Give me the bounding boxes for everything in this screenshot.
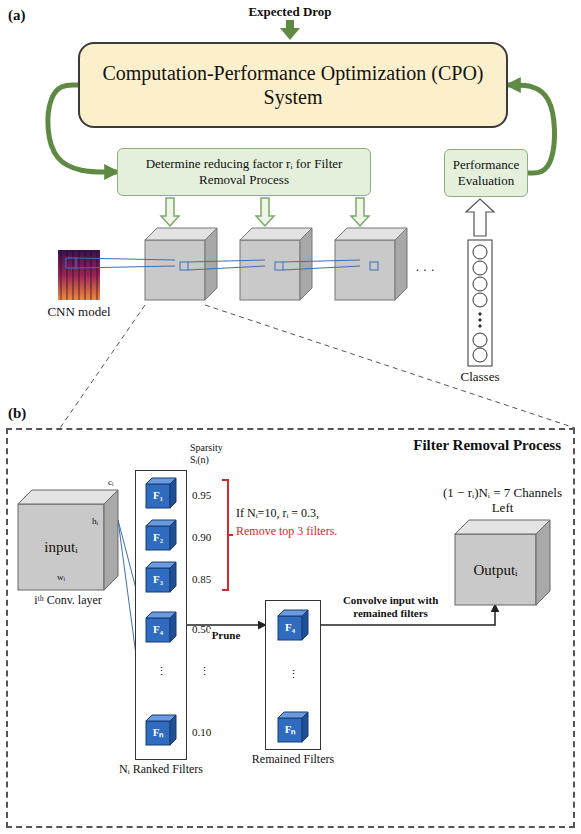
spectrogram (58, 250, 100, 300)
output-layer (468, 240, 492, 366)
cube-face (455, 534, 536, 605)
cube-face (146, 526, 170, 550)
filter-cube: F₄ (278, 610, 308, 640)
node-caption: (1 − rᵢ)Nᵢ = 7 Channels Left (438, 485, 568, 516)
note: Remove top 3 filters. (236, 524, 337, 538)
node-label: Nᵢ Ranked Filters (119, 762, 203, 776)
filter-cube: F₂ (146, 520, 176, 550)
panel-label: (b) (8, 404, 26, 422)
detail-panel: inputᵢiᵗʰ Conv. layer F₁ F₂ F₃ F₄ Fₙ Nᵢ Ranked… (6, 428, 575, 828)
ellipsis: ⋮ (199, 665, 210, 678)
figure-label: Classes (461, 369, 500, 385)
filter-cube: F₃ (146, 562, 176, 592)
zoom-line (60, 305, 575, 428)
dimension-label: wᵢ (57, 572, 65, 583)
conv-layer-cube (145, 228, 407, 300)
ellipsis: · · · (415, 262, 435, 278)
cube-face (146, 721, 170, 745)
node-label: Computation-Performance Optimization (CP… (94, 61, 492, 109)
dimension-label: cᵢ (108, 477, 113, 488)
output-cube: Outputᵢ(1 − rᵢ)Nᵢ = 7 Channels Left (455, 520, 550, 605)
node-label: Outputᵢ (455, 534, 536, 605)
process-box: Performance Evaluation (444, 149, 528, 196)
node-label: Filter Removal Process (413, 436, 561, 454)
system-box: Computation-Performance Optimization (CP… (78, 42, 508, 128)
bracket (222, 480, 233, 590)
control-arrow (161, 198, 369, 226)
cube-face (278, 718, 302, 742)
edge-label: Prune (210, 629, 243, 642)
ellipsis: ⋮ (156, 665, 167, 678)
cube-side (302, 712, 308, 742)
evaluation-arrow (466, 199, 494, 236)
node-label: Remained Filters (252, 752, 334, 766)
node-label: F₄ (146, 618, 170, 642)
process-box: Determine reducing factor rᵢ for Filter … (117, 148, 371, 196)
cube-side (104, 490, 118, 590)
edge-label: Convolve input with remained filters (334, 594, 448, 620)
sparsity-value: 0.90 (192, 531, 211, 544)
cube-face (18, 504, 104, 590)
filter-column: F₁F₂F₃F₄FₙNᵢ Ranked Filters (135, 470, 187, 760)
input-cube: inputᵢiᵗʰ Conv. layer (18, 490, 118, 590)
sparsity-value: 0.95 (192, 489, 211, 502)
node-label: Fₙ (278, 718, 302, 742)
cube-top (18, 490, 118, 504)
filter-cube: Fₙ (146, 715, 176, 745)
filter-cube: Fₙ (278, 712, 308, 742)
ellipsis: ⋮ (288, 668, 299, 681)
cube-side (536, 520, 550, 605)
cube-side (170, 478, 176, 508)
cube-side (170, 715, 176, 745)
input-label: Expected Drop (248, 4, 331, 20)
panel-label: (a) (8, 6, 26, 24)
cube-face (146, 618, 170, 642)
sparsity-value: 0.50 (192, 623, 211, 636)
cube-side (170, 612, 176, 642)
node-label: F₁ (146, 484, 170, 508)
column-header: Sparsity Sᵢ(n) (190, 442, 242, 466)
node-label: F₂ (146, 526, 170, 550)
node-label: Fₙ (146, 721, 170, 745)
input-arrow (280, 20, 300, 40)
filter-cube: F₁ (146, 478, 176, 508)
cube-top (455, 520, 550, 534)
figure-label: CNN model (47, 304, 110, 320)
node-label: F₄ (278, 616, 302, 640)
sparsity-value: 0.85 (192, 573, 211, 586)
node-label: Performance Evaluation (451, 157, 521, 188)
cube-face (146, 484, 170, 508)
cube-face (146, 568, 170, 592)
cube-side (170, 520, 176, 550)
cube-side (170, 562, 176, 592)
cube-side (302, 610, 308, 640)
note: If Nᵢ=10, rᵢ = 0.3, (236, 506, 319, 520)
filter-cube: F₄ (146, 612, 176, 642)
node-label: F₃ (146, 568, 170, 592)
dimension-label: hᵢ (92, 516, 98, 527)
node-caption: iᵗʰ Conv. layer (34, 593, 102, 607)
sparsity-value: 0.10 (192, 726, 211, 739)
cube-face (278, 616, 302, 640)
receptive-field (76, 258, 378, 270)
node-label: Determine reducing factor rᵢ for Filter … (124, 156, 364, 187)
